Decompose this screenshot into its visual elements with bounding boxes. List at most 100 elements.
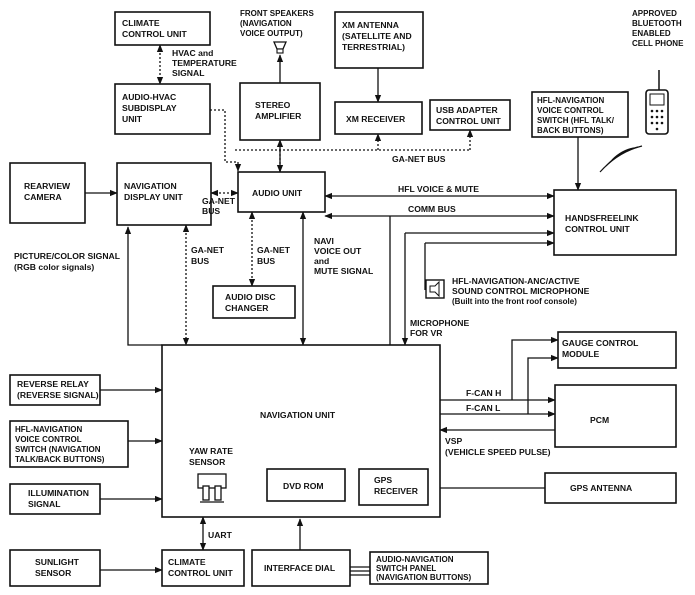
svg-text:GPS: GPS bbox=[374, 475, 392, 485]
svg-text:SUBDISPLAY: SUBDISPLAY bbox=[122, 103, 177, 113]
dvd-rom: DVD ROM bbox=[266, 468, 346, 502]
svg-text:CLIMATE: CLIMATE bbox=[168, 557, 206, 567]
handsfreelink-control-unit: HANDSFREELINK CONTROL UNIT bbox=[553, 189, 677, 256]
svg-text:AMPLIFIER: AMPLIFIER bbox=[255, 111, 302, 121]
svg-text:CAMERA: CAMERA bbox=[24, 192, 62, 202]
connection-lines bbox=[85, 44, 582, 576]
illumination-signal: ILLUMINATION SIGNAL bbox=[9, 483, 101, 515]
microphone-icon bbox=[425, 279, 445, 299]
svg-text:AUDIO-HVAC: AUDIO-HVAC bbox=[122, 92, 176, 102]
svg-text:VSP: VSP bbox=[445, 436, 462, 446]
interface-dial: INTERFACE DIAL bbox=[251, 549, 351, 587]
cell-phone-label: APPROVED BLUETOOTH ENABLED CELL PHONE bbox=[632, 9, 684, 48]
navigation-display-unit: NAVIGATION DISPLAY UNIT bbox=[116, 162, 212, 226]
audio-disc-changer: AUDIO DISC CHANGER bbox=[212, 285, 296, 319]
svg-text:CONTROL UNIT: CONTROL UNIT bbox=[565, 224, 631, 234]
sunlight-sensor: SUNLIGHT SENSOR bbox=[9, 549, 101, 587]
svg-text:GPS ANTENNA: GPS ANTENNA bbox=[570, 483, 632, 493]
svg-text:(RGB color signals): (RGB color signals) bbox=[14, 262, 94, 272]
yaw-rate-sensor-icon bbox=[197, 473, 227, 503]
svg-text:TERRESTRIAL): TERRESTRIAL) bbox=[342, 42, 405, 52]
gps-receiver: GPS RECEIVER bbox=[358, 468, 429, 506]
svg-text:SIGNAL: SIGNAL bbox=[28, 499, 60, 509]
svg-text:(Built into the front roof con: (Built into the front roof console) bbox=[452, 297, 577, 306]
svg-text:NAVI: NAVI bbox=[314, 236, 334, 246]
svg-text:SUNLIGHT: SUNLIGHT bbox=[35, 557, 80, 567]
svg-text:and: and bbox=[314, 256, 329, 266]
comm-bus-label: COMM BUS bbox=[408, 204, 456, 214]
svg-text:SWITCH (HFL TALK/: SWITCH (HFL TALK/ bbox=[537, 116, 615, 125]
svg-text:AUDIO DISC: AUDIO DISC bbox=[225, 292, 276, 302]
svg-text:REVERSE RELAY: REVERSE RELAY bbox=[17, 379, 89, 389]
speaker-icon bbox=[273, 41, 287, 54]
svg-text:FOR VR: FOR VR bbox=[410, 328, 443, 338]
svg-text:BLUETOOTH: BLUETOOTH bbox=[632, 19, 682, 28]
vsp-label: VSP (VEHICLE SPEED PULSE) bbox=[445, 436, 551, 457]
svg-text:STEREO: STEREO bbox=[255, 100, 291, 110]
svg-text:VOICE CONTROL: VOICE CONTROL bbox=[15, 435, 82, 444]
climate-control-unit-bottom: CLIMATE CONTROL UNIT bbox=[161, 549, 245, 587]
svg-text:INTERFACE DIAL: INTERFACE DIAL bbox=[264, 563, 335, 573]
svg-text:HFL-NAVIGATION-ANC/ACTIVE: HFL-NAVIGATION-ANC/ACTIVE bbox=[452, 276, 580, 286]
stereo-amplifier: STEREO AMPLIFIER bbox=[239, 82, 321, 141]
svg-text:DISPLAY UNIT: DISPLAY UNIT bbox=[124, 192, 183, 202]
svg-text:SENSOR: SENSOR bbox=[35, 568, 72, 578]
hfl-navigation-voice-control-switch-top: HFL-NAVIGATION VOICE CONTROL SWITCH (HFL… bbox=[531, 91, 629, 138]
svg-text:PCM: PCM bbox=[590, 415, 609, 425]
svg-text:VOICE OUTPUT): VOICE OUTPUT) bbox=[240, 29, 303, 38]
svg-text:GA-NET: GA-NET bbox=[202, 196, 236, 206]
svg-text:CELL PHONE: CELL PHONE bbox=[632, 39, 684, 48]
svg-text:(REVERSE SIGNAL): (REVERSE SIGNAL) bbox=[17, 390, 99, 400]
svg-text:YAW RATE: YAW RATE bbox=[189, 446, 233, 456]
yaw-rate-sensor: YAW RATE SENSOR bbox=[189, 446, 233, 503]
ga-net-bus-display-label: GA-NET BUS bbox=[202, 196, 236, 216]
svg-text:HFL-NAVIGATION: HFL-NAVIGATION bbox=[537, 96, 604, 105]
svg-text:SWITCH (NAVIGATION: SWITCH (NAVIGATION bbox=[15, 445, 101, 454]
svg-text:SIGNAL: SIGNAL bbox=[172, 68, 204, 78]
svg-text:BUS: BUS bbox=[202, 206, 220, 216]
xm-receiver: XM RECEIVER bbox=[334, 101, 423, 135]
xm-antenna-icon bbox=[334, 11, 424, 69]
svg-text:GA-NET: GA-NET bbox=[257, 245, 291, 255]
hfl-voice-mute-label: HFL VOICE & MUTE bbox=[398, 184, 479, 194]
hvac-temperature-signal-label: HVAC and TEMPERATURE SIGNAL bbox=[172, 48, 237, 78]
svg-text:NAVIGATION UNIT: NAVIGATION UNIT bbox=[260, 410, 336, 420]
hfl-navigation-voice-control-switch-left: HFL-NAVIGATION VOICE CONTROL SWITCH (NAV… bbox=[9, 420, 129, 468]
svg-text:MICROPHONE: MICROPHONE bbox=[410, 318, 469, 328]
uart-label: UART bbox=[208, 530, 233, 540]
svg-text:DVD ROM: DVD ROM bbox=[283, 481, 324, 491]
gauge-control-module: GAUGE CONTROL MODULE bbox=[557, 331, 677, 369]
svg-text:GAUGE CONTROL: GAUGE CONTROL bbox=[562, 338, 638, 348]
xm-antenna-label: XM ANTENNA (SATELLITE AND TERRESTRIAL) bbox=[342, 20, 412, 52]
svg-text:APPROVED: APPROVED bbox=[632, 9, 677, 18]
svg-text:SENSOR: SENSOR bbox=[189, 457, 226, 467]
ga-net-bus-nav-label: GA-NET BUS bbox=[191, 245, 225, 266]
svg-text:HFL-NAVIGATION: HFL-NAVIGATION bbox=[15, 425, 82, 434]
svg-text:TALK/BACK BUTTONS): TALK/BACK BUTTONS) bbox=[15, 455, 105, 464]
microphone-for-vr-label: MICROPHONE FOR VR bbox=[410, 318, 469, 338]
svg-text:NAVIGATION: NAVIGATION bbox=[124, 181, 177, 191]
svg-text:XM ANTENNA: XM ANTENNA bbox=[342, 20, 399, 30]
svg-text:VOICE OUT: VOICE OUT bbox=[314, 246, 362, 256]
svg-text:ENABLED: ENABLED bbox=[632, 29, 671, 38]
svg-text:(NAVIGATION: (NAVIGATION bbox=[240, 19, 292, 28]
svg-text:PICTURE/COLOR SIGNAL: PICTURE/COLOR SIGNAL bbox=[14, 251, 120, 261]
svg-text:SOUND CONTROL MICROPHONE: SOUND CONTROL MICROPHONE bbox=[452, 286, 590, 296]
svg-text:XM RECEIVER: XM RECEIVER bbox=[346, 114, 406, 124]
ga-net-bus-top-label: GA-NET BUS bbox=[392, 154, 446, 164]
svg-text:CONTROL UNIT: CONTROL UNIT bbox=[122, 29, 188, 39]
svg-text:USB ADAPTER: USB ADAPTER bbox=[436, 105, 499, 115]
rearview-camera: REARVIEW CAMERA bbox=[9, 162, 86, 224]
svg-text:FRONT SPEAKERS: FRONT SPEAKERS bbox=[240, 9, 314, 18]
svg-text:(VEHICLE SPEED PULSE): (VEHICLE SPEED PULSE) bbox=[445, 447, 551, 457]
svg-text:SWITCH PANEL: SWITCH PANEL bbox=[376, 564, 436, 573]
usb-adapter-control-unit: USB ADAPTER CONTROL UNIT bbox=[429, 99, 511, 131]
pcm: PCM bbox=[554, 384, 677, 448]
audio-hvac-subdisplay-unit: AUDIO-HVAC SUBDISPLAY UNIT bbox=[114, 83, 211, 135]
svg-text:UNIT: UNIT bbox=[122, 114, 143, 124]
audio-navigation-switch-panel: AUDIO-NAVIGATION SWITCH PANEL (NAVIGATIO… bbox=[369, 551, 489, 585]
f-can-l-label: F-CAN L bbox=[466, 403, 500, 413]
navi-voice-out-label: NAVI VOICE OUT and MUTE SIGNAL bbox=[314, 236, 373, 276]
reverse-relay: REVERSE RELAY (REVERSE SIGNAL) bbox=[9, 374, 101, 406]
audio-unit: AUDIO UNIT bbox=[237, 171, 326, 213]
